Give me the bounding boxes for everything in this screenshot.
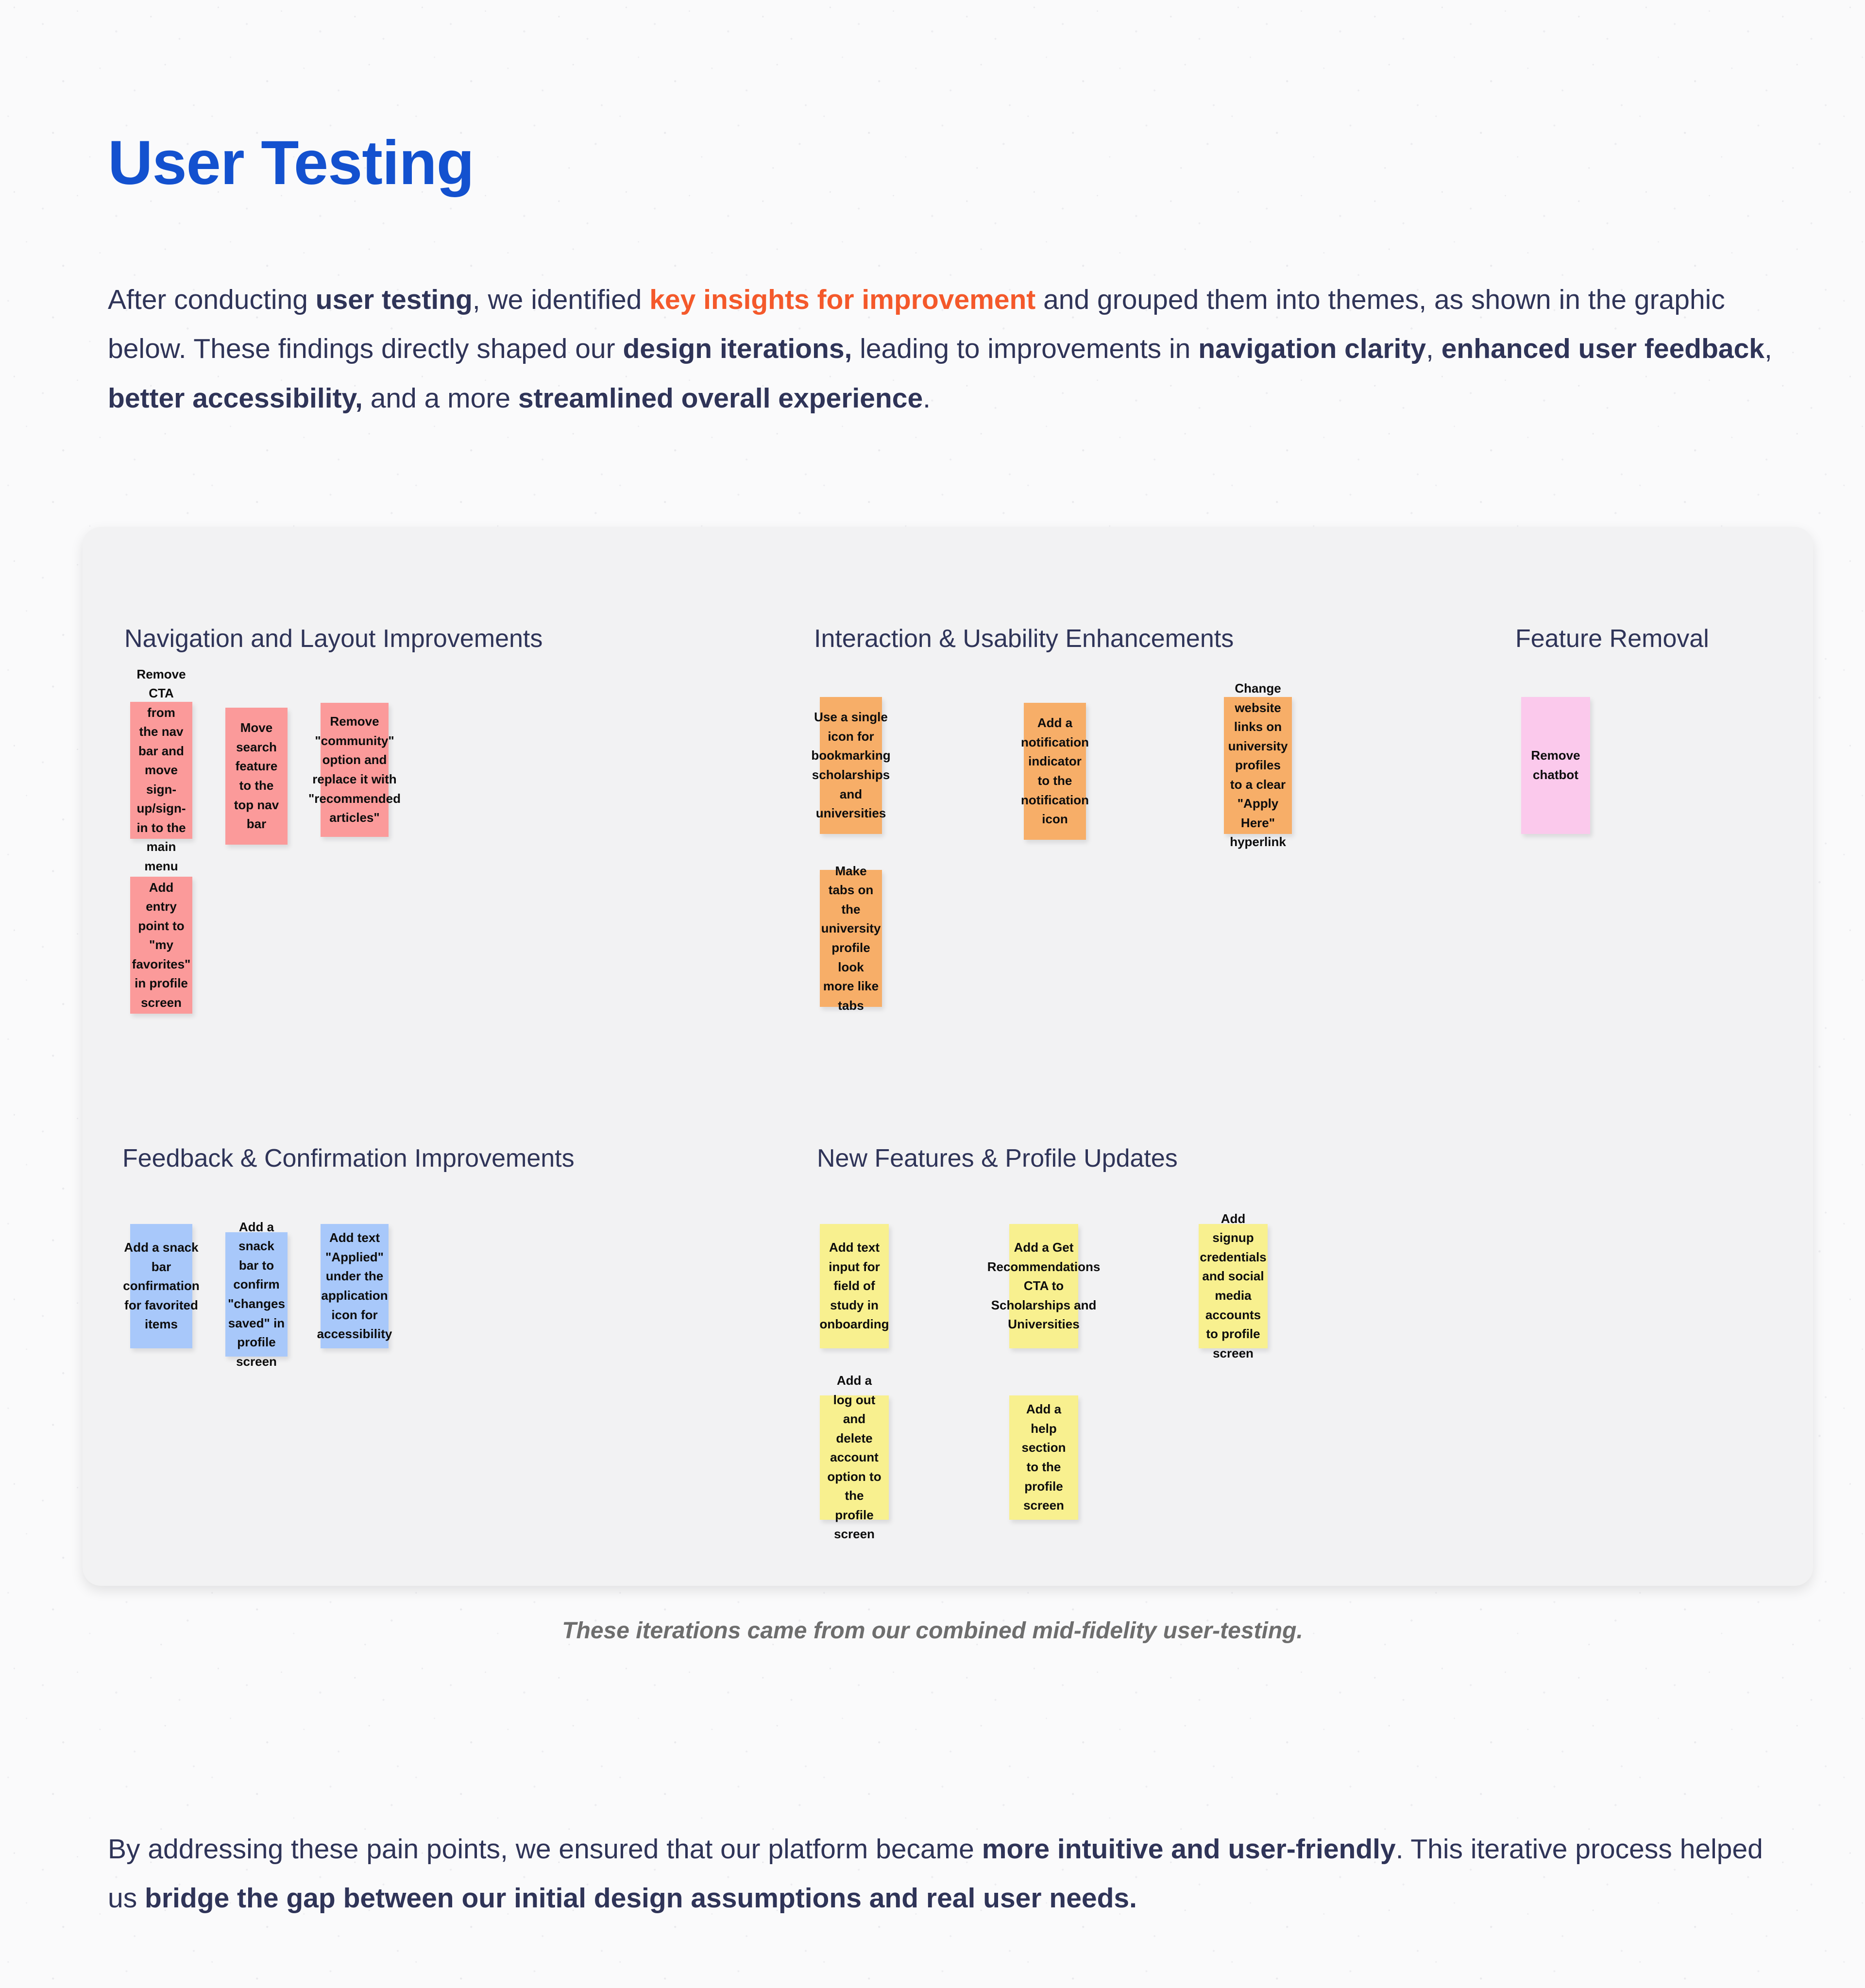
intro-bold-design-iterations: design iterations, xyxy=(623,333,852,365)
sticky-note[interactable]: Add a notification indicator to the noti… xyxy=(1021,703,1089,840)
intro-seg2: , we identified xyxy=(472,284,650,315)
section-title-new-features-and-profile-updates: New Features & Profile Updates xyxy=(817,1144,1178,1172)
intro-seg6: , xyxy=(1764,333,1772,365)
intro-bold-user-testing: user testing xyxy=(315,284,473,315)
intro-bold-streamlined: streamlined overall experience xyxy=(518,382,923,414)
intro-seg5: , xyxy=(1426,333,1441,365)
sticky-note[interactable]: Add entry point to "my favorites" in pro… xyxy=(130,877,192,1014)
sticky-note[interactable]: Add a help section to the profile screen xyxy=(1009,1395,1078,1520)
outro-bold-bridge-gap: bridge the gap between our initial desig… xyxy=(145,1883,1137,1914)
section-title-interaction-and-usability-enhancements: Interaction & Usability Enhancements xyxy=(814,625,1234,653)
sticky-note[interactable]: Add signup credentials and social media … xyxy=(1199,1211,1268,1360)
sticky-note[interactable]: Add text input for field of study in onb… xyxy=(820,1224,889,1348)
sticky-note[interactable]: Use a single icon for bookmarking schola… xyxy=(811,697,891,834)
intro-bold-enhanced-user-feedback: enhanced user feedback xyxy=(1441,333,1765,365)
board-caption: These iterations came from our combined … xyxy=(562,1618,1303,1644)
section-title-navigation-and-layout-improvements: Navigation and Layout Improvements xyxy=(124,625,543,653)
sticky-note[interactable]: Change website links on university profi… xyxy=(1224,681,1292,849)
intro-bold-better-accessibility: better accessibility, xyxy=(108,382,363,414)
sticky-note[interactable]: Add a snack bar confirmation for favorit… xyxy=(123,1224,200,1348)
page-title: User Testing xyxy=(108,128,475,198)
sticky-note[interactable]: Remove "community" option and replace it… xyxy=(308,703,401,837)
sticky-note[interactable]: Move search feature to the top nav bar xyxy=(225,708,288,845)
intro-seg8: . xyxy=(923,382,931,414)
sticky-note[interactable]: Make tabs on the university profile look… xyxy=(820,864,882,1013)
intro-bold-navigation-clarity: navigation clarity xyxy=(1198,333,1426,365)
sticky-note[interactable]: Add a snack bar to confirm "changes save… xyxy=(225,1220,288,1369)
sticky-note[interactable]: Add text "Applied" under the application… xyxy=(317,1224,392,1348)
outro-seg2: . This iterative process helped us xyxy=(108,1834,1763,1914)
intro-seg4: leading to improvements in xyxy=(852,333,1199,365)
intro-highlight-key-insights: key insights for improvement xyxy=(649,284,1036,315)
intro-seg7: and a more xyxy=(362,382,518,414)
sticky-note[interactable]: Add a Get Recommendations CTA to Scholar… xyxy=(987,1224,1100,1348)
outro-seg1: By addressing these pain points, we ensu… xyxy=(108,1834,982,1865)
section-title-feedback-and-confirmation-improvements: Feedback & Confirmation Improvements xyxy=(122,1144,575,1172)
intro-seg1: After conducting xyxy=(108,284,316,315)
outro-paragraph: By addressing these pain points, we ensu… xyxy=(108,1825,1779,1923)
sticky-note[interactable]: Remove chatbot xyxy=(1521,697,1590,834)
outro-bold-intuitive: more intuitive and user-friendly xyxy=(982,1834,1396,1865)
intro-paragraph: After conducting user testing, we identi… xyxy=(108,275,1774,423)
sticky-note[interactable]: Remove CTA from the nav bar and move sig… xyxy=(130,667,192,873)
insights-board: Navigation and Layout Improvements Remov… xyxy=(83,527,1813,1586)
sticky-note[interactable]: Add a log out and delete account option … xyxy=(820,1373,889,1541)
section-title-feature-removal: Feature Removal xyxy=(1515,625,1709,653)
intro-seg3: and grouped them into themes, as shown i… xyxy=(108,284,1725,365)
